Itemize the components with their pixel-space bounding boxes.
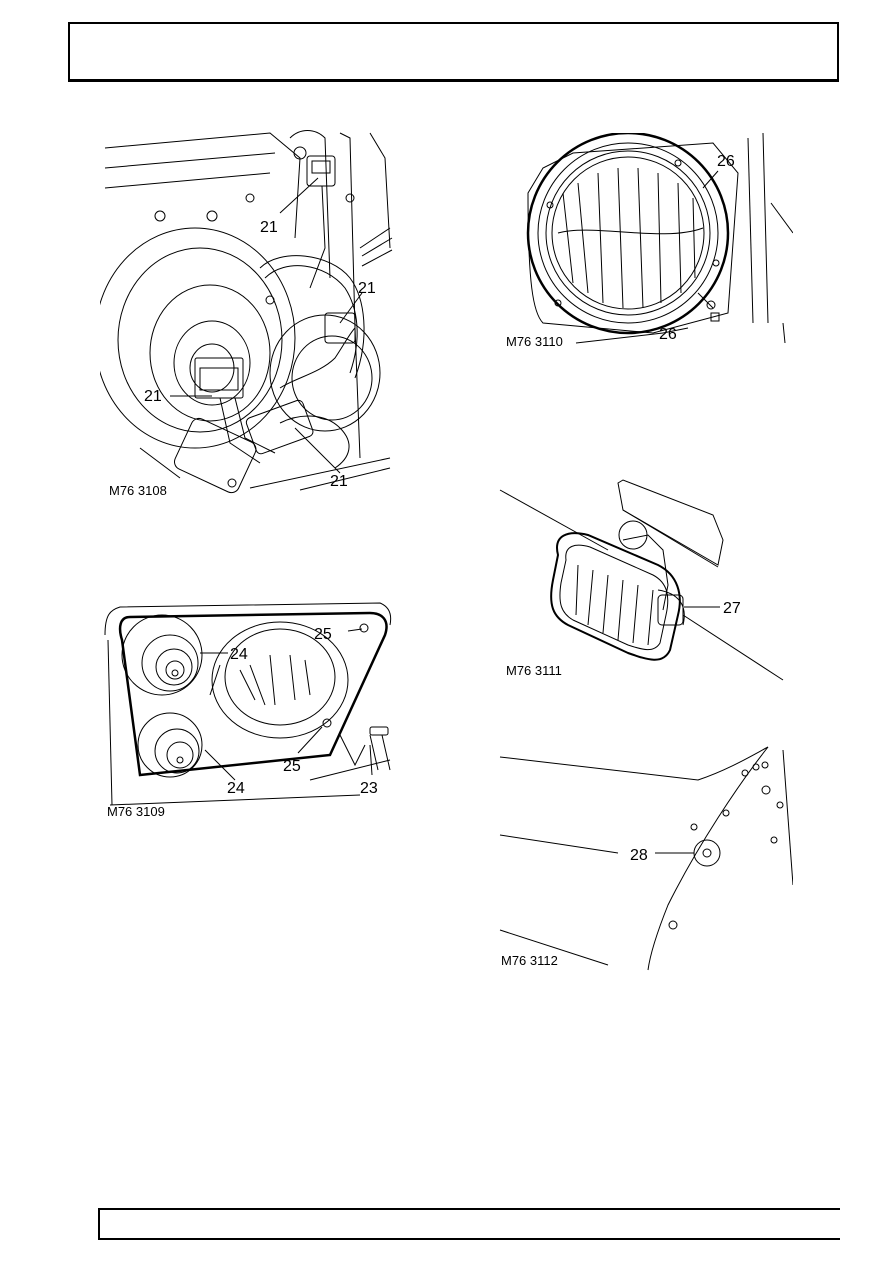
callout-24-lower: 24 [227,780,245,797]
figure-m76-3111: 27 M76 3111 [498,475,790,685]
callout-28: 28 [630,847,648,864]
page-header-box [68,22,839,82]
callout-27: 27 [723,600,741,617]
callout-21-upper-right: 21 [358,280,376,297]
callout-26-top: 26 [717,153,735,170]
figure-caption: M76 3109 [107,804,165,819]
callout-25-bottom: 25 [283,758,301,775]
figure-caption: M76 3110 [506,334,563,349]
callout-26-bottom: 26 [659,326,677,343]
callout-21-top: 21 [260,219,278,236]
figure-m76-3108: 21 21 21 21 M76 3108 [100,128,395,498]
callout-21-bottom: 21 [330,473,348,490]
figure-m76-3109: 25 24 24 25 23 M76 3109 [100,595,395,825]
callout-25-top: 25 [314,626,332,643]
callout-24-upper: 24 [230,646,248,663]
figure-caption: M76 3108 [109,483,167,498]
callout-21-left: 21 [144,388,162,405]
page-footer-box [98,1208,840,1240]
figure-m76-3110: 26 26 M76 3110 [503,133,793,353]
callout-23: 23 [360,780,378,797]
figure-caption: M76 3112 [501,953,558,968]
figure-m76-3112: 28 M76 3112 [498,745,793,975]
figure-caption: M76 3111 [506,663,562,678]
